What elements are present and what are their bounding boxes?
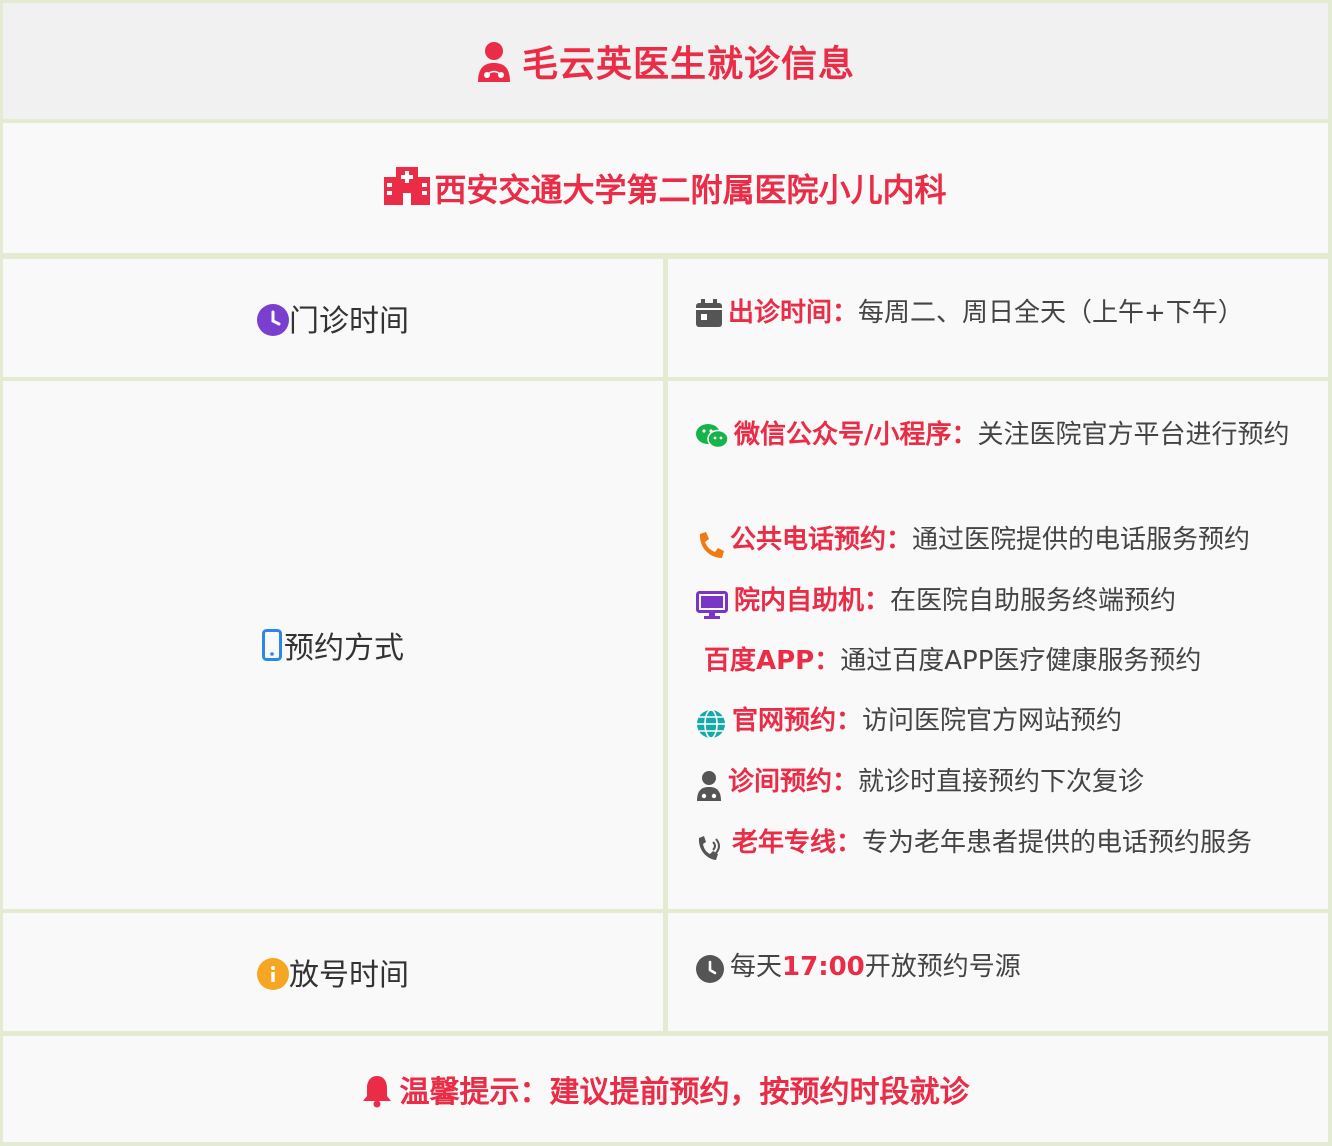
clinic-time-line: 出诊时间：每周二、周日全天（上午+下午） <box>696 291 1298 335</box>
booking-item-key: 院内自助机： <box>734 586 891 616</box>
booking-item-value: 专为老年患者提供的电话预约服务 <box>862 828 1253 858</box>
clinic-time-value-cell: 出诊时间：每周二、周日全天（上午+下午） <box>668 259 1328 377</box>
release-time-prefix: 每天 <box>730 952 783 982</box>
booking-label: 预约方式 <box>284 631 404 666</box>
header: 毛云英医生就诊信息 <box>3 3 1328 119</box>
bell-icon <box>362 1074 392 1112</box>
hospital-name: 西安交通大学第二附属医院小儿内科 <box>434 171 947 209</box>
booking-label-cell: 预约方式 <box>3 381 663 909</box>
wechat-icon <box>696 424 729 449</box>
clock-icon <box>696 955 724 983</box>
phone-volume-icon <box>698 836 720 860</box>
clinic-time-label-cell: 门诊时间 <box>3 259 663 377</box>
booking-item-website: 官网预约：访问医院官方网站预约 <box>696 699 1298 743</box>
clock-icon <box>257 304 289 340</box>
release-time-suffix: 开放预约号源 <box>864 952 1021 982</box>
booking-item-value: 通过医院提供的电话服务预约 <box>912 525 1251 555</box>
booking-item-value: 通过百度APP医疗健康服务预约 <box>840 646 1202 676</box>
booking-item-value: 就诊时直接预约下次复诊 <box>858 767 1145 797</box>
booking-item-key: 老年专线： <box>732 828 863 858</box>
hospital-icon <box>384 167 431 209</box>
info-icon <box>257 958 289 994</box>
booking-item-value: 在医院自助服务终端预约 <box>890 586 1177 616</box>
globe-icon <box>697 709 725 739</box>
booking-item-key: 微信公众号/小程序： <box>734 420 978 450</box>
booking-item-phone: 公共电话预约：通过医院提供的电话服务预约 <box>696 518 1298 562</box>
booking-item-wechat: 微信公众号/小程序：关注医院官方平台进行预约 <box>696 413 1298 457</box>
booking-item-baidu: 百度APP：通过百度APP医疗健康服务预约 <box>704 639 1298 683</box>
release-time-label: 放号时间 <box>289 958 409 993</box>
tip-row: 温馨提示：建议提前预约，按预约时段就诊 <box>3 1036 1328 1142</box>
booking-item-key: 百度APP： <box>704 646 841 676</box>
release-time-value-cell: 每天17:00开放预约号源 <box>668 913 1328 1031</box>
doctor-icon <box>697 771 721 801</box>
booking-item-value: 访问医院官方网站预约 <box>862 706 1123 736</box>
clinic-time-label: 门诊时间 <box>289 304 409 339</box>
booking-item-key: 诊间预约： <box>728 767 859 797</box>
calendar-icon <box>696 299 722 327</box>
tip-text: 温馨提示：建议提前预约，按预约时段就诊 <box>399 1075 970 1110</box>
clinic-time-value: 每周二、周日全天（上午+下午） <box>858 298 1244 328</box>
booking-item-value: 关注医院官方平台进行预约 <box>977 420 1290 450</box>
booking-item-key: 官网预约： <box>732 706 863 736</box>
doctor-icon <box>476 40 512 88</box>
release-time-label-cell: 放号时间 <box>3 913 663 1031</box>
hospital-row: 西安交通大学第二附属医院小儿内科 <box>3 123 1328 253</box>
clinic-time-key: 出诊时间： <box>728 298 859 328</box>
booking-methods-cell: 微信公众号/小程序：关注医院官方平台进行预约 公共电话预约：通过医院提供的电话服… <box>668 381 1328 909</box>
release-time-time: 17:00 <box>782 952 865 982</box>
booking-item-elderly: 老年专线：专为老年患者提供的电话预约服务 <box>696 821 1298 865</box>
booking-item-kiosk: 院内自助机：在医院自助服务终端预约 <box>696 579 1298 623</box>
desktop-icon <box>696 591 728 619</box>
page-title: 毛云英医生就诊信息 <box>521 44 855 85</box>
booking-item-key: 公共电话预约： <box>730 525 913 555</box>
booking-item-clinic: 诊间预约：就诊时直接预约下次复诊 <box>696 760 1298 804</box>
phone-icon <box>699 532 724 558</box>
release-time-line: 每天17:00开放预约号源 <box>696 945 1298 989</box>
mobile-icon <box>262 629 282 665</box>
